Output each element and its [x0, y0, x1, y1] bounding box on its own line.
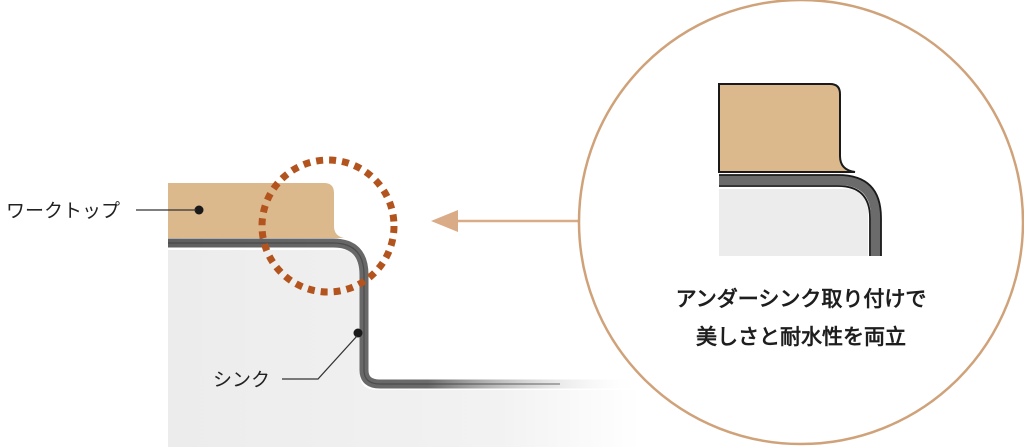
zoom-caption-line1: アンダーシンク取り付けで: [676, 287, 927, 311]
zoom-sink-rim-outline: [719, 174, 882, 256]
zoom-sink-bowl: [719, 189, 868, 256]
worktop: [168, 183, 344, 238]
sink-marker-dot: [353, 328, 363, 338]
worktop-marker-dot: [194, 205, 204, 215]
highlight-circle: [258, 156, 398, 296]
sink-bowl: [168, 250, 640, 447]
sink-label: シンク: [213, 369, 270, 391]
zoom-sink-rim-inner-outline: [719, 185, 871, 256]
worktop-label: ワークトップ: [6, 200, 120, 222]
sink-rim-edge: [168, 242, 560, 385]
sink-leader-line: [282, 335, 358, 380]
zoom-worktop: [718, 83, 856, 173]
zoom-arrow-head: [431, 210, 458, 232]
zoom-sink-rim: [719, 175, 881, 256]
zoom-caption-line2: 美しさと耐水性を両立: [696, 325, 906, 349]
